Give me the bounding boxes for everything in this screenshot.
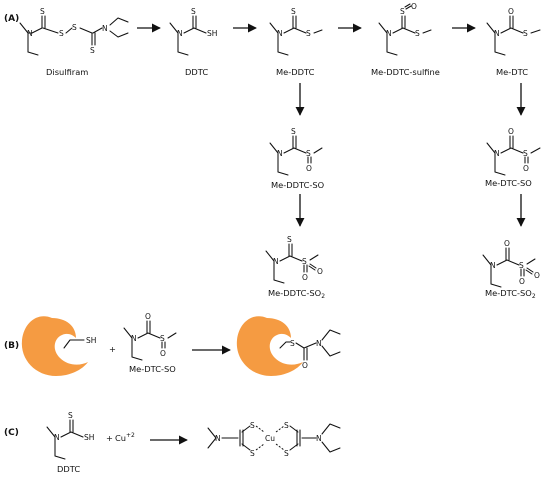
atom-s: S bbox=[523, 29, 528, 38]
atom-s: S bbox=[250, 421, 255, 430]
enzyme-shape-product bbox=[236, 316, 303, 376]
section-label-a: (A) bbox=[4, 14, 19, 24]
section-label-b: (B) bbox=[4, 341, 19, 351]
atom-s: S bbox=[302, 257, 307, 266]
atom-s: S bbox=[284, 449, 289, 458]
atom-n: N bbox=[277, 29, 283, 38]
structure-c-ddtc: N S SH DDTC bbox=[46, 411, 94, 474]
label-me-ddtc: Me-DDTC bbox=[276, 67, 315, 77]
label-c-ddtc: DDTC bbox=[57, 464, 80, 474]
atom-n: N bbox=[27, 29, 33, 38]
structure-me-dtc-so: N O S O Me-DTC-SO bbox=[485, 127, 541, 188]
atom-n: N bbox=[494, 29, 500, 38]
atom-s: S bbox=[415, 29, 420, 38]
atom-n: N bbox=[54, 433, 60, 442]
plus-sign-b: + bbox=[109, 344, 116, 354]
structure-me-ddtc-so2: N S S O O Me-DDTC-SO2 bbox=[265, 235, 325, 300]
atom-s: S bbox=[284, 421, 289, 430]
enzyme-shape bbox=[21, 316, 89, 376]
structure-me-ddtc: N S S Me-DDTC bbox=[269, 7, 323, 77]
structure-ddtc: N S SH DDTC bbox=[169, 7, 217, 77]
atom-o: O bbox=[306, 164, 312, 173]
atom-n: N bbox=[386, 29, 392, 38]
atom-s: S bbox=[72, 23, 77, 32]
atom-sh: SH bbox=[207, 29, 217, 38]
atom-s: S bbox=[291, 127, 296, 136]
atom-s: S bbox=[291, 7, 296, 16]
atom-s: S bbox=[306, 149, 311, 158]
atom-s: S bbox=[40, 7, 45, 16]
atom-n: N bbox=[316, 339, 322, 348]
atom-o: O bbox=[508, 7, 514, 16]
atom-s: S bbox=[191, 7, 196, 16]
atom-o: O bbox=[317, 267, 323, 276]
carbamoylated-enzyme: S N O bbox=[236, 316, 341, 376]
atom-o: O bbox=[302, 273, 308, 282]
atom-s: S bbox=[287, 235, 292, 244]
enzyme-with-thiol: SH bbox=[21, 316, 96, 376]
structure-me-dtc-so2: N O S O O Me-DTC-SO2 bbox=[482, 239, 540, 300]
copper-ion-label: +Cu+2 bbox=[106, 432, 135, 443]
atom-sh: SH bbox=[84, 433, 94, 442]
structure-cu-complex: N S S Cu S S N bbox=[207, 421, 341, 458]
atom-s: S bbox=[519, 261, 524, 270]
structure-me-dtc: N O S Me-DTC bbox=[486, 7, 541, 77]
atom-s: S bbox=[59, 29, 64, 38]
label-me-ddtc-sulfine: Me-DDTC-sulfine bbox=[371, 67, 440, 77]
atom-n: N bbox=[277, 149, 283, 158]
atom-s: S bbox=[68, 411, 73, 420]
atom-s: S bbox=[523, 149, 528, 158]
structure-me-ddtc-so: N S S O Me-DDTC-SO bbox=[269, 127, 325, 190]
atom-o: O bbox=[145, 312, 151, 321]
atom-n: N bbox=[102, 24, 108, 33]
structure-b-me-dtc-so: N O S O Me-DTC-SO bbox=[123, 312, 177, 374]
label-me-dtc: Me-DTC bbox=[496, 67, 528, 77]
atom-n: N bbox=[490, 261, 496, 270]
atom-n: N bbox=[316, 434, 322, 443]
atom-s: S bbox=[160, 334, 165, 343]
atom-s: S bbox=[90, 46, 95, 55]
atom-o: O bbox=[411, 2, 417, 11]
atom-n: N bbox=[273, 257, 279, 266]
atom-n: N bbox=[494, 149, 500, 158]
label-me-ddtc-so2: Me-DDTC-SO2 bbox=[268, 288, 325, 300]
atom-o: O bbox=[534, 271, 540, 280]
atom-o: O bbox=[302, 361, 308, 370]
label-ddtc: DDTC bbox=[185, 67, 208, 77]
atom-o: O bbox=[519, 277, 525, 286]
atom-cu: Cu bbox=[265, 434, 275, 443]
label-b-me-dtc-so: Me-DTC-SO bbox=[129, 364, 176, 374]
atom-n: N bbox=[131, 334, 137, 343]
atom-n: N bbox=[215, 434, 221, 443]
atom-s: S bbox=[250, 449, 255, 458]
structure-disulfiram: N S S S S N Disulfiram bbox=[19, 7, 129, 77]
label-me-dtc-so: Me-DTC-SO bbox=[485, 178, 532, 188]
atom-n: N bbox=[177, 29, 183, 38]
label-disulfiram: Disulfiram bbox=[46, 67, 88, 77]
structure-me-ddtc-sulfine: N S O S Me-DDTC-sulfine bbox=[371, 2, 440, 77]
label-me-dtc-so2: Me-DTC-SO2 bbox=[485, 288, 536, 300]
atom-o: O bbox=[508, 127, 514, 136]
atom-sh: SH bbox=[86, 336, 96, 345]
atom-o: O bbox=[160, 349, 166, 358]
atom-o: O bbox=[504, 239, 510, 248]
atom-s: S bbox=[290, 339, 295, 348]
atom-s: S bbox=[400, 7, 405, 16]
atom-o: O bbox=[523, 164, 529, 173]
section-label-c: (C) bbox=[4, 428, 19, 438]
label-me-ddtc-so: Me-DDTC-SO bbox=[271, 180, 325, 190]
atom-s: S bbox=[306, 29, 311, 38]
